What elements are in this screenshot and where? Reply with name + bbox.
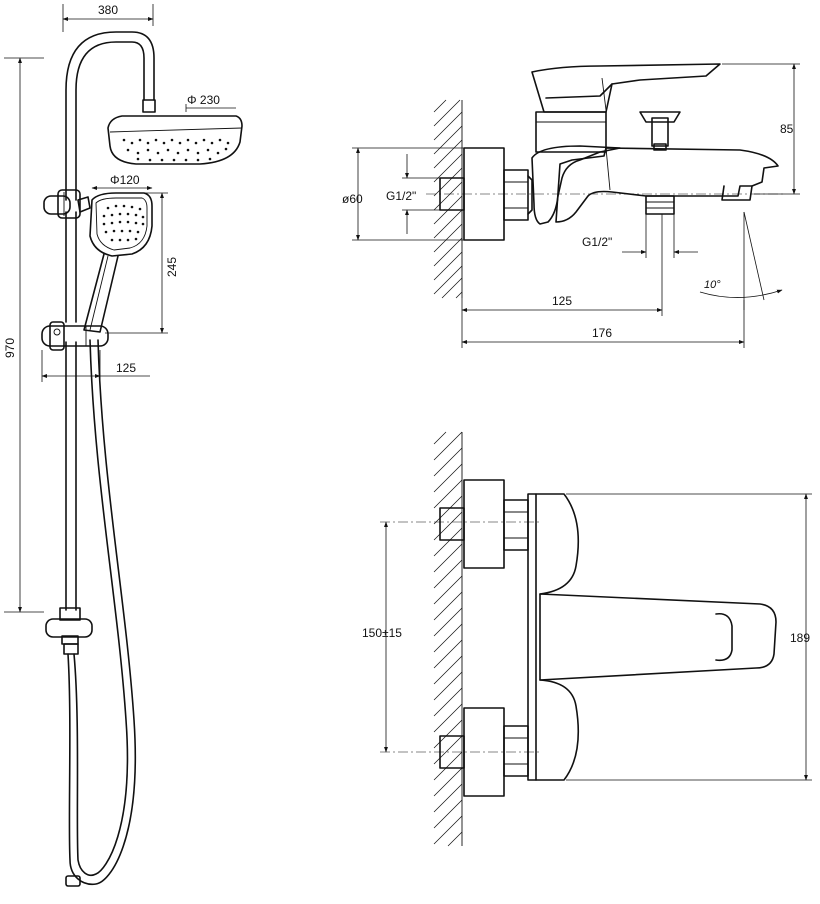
hand-nozzles	[102, 204, 145, 242]
spout-offset-label: 125	[552, 294, 572, 308]
slide-holder	[41, 321, 109, 351]
mixer-front-view: 150±15 189	[362, 431, 812, 847]
outlet-thread	[645, 195, 675, 215]
hand-diameter-label: Φ120	[110, 173, 140, 187]
centers-dimension: 150±15	[362, 521, 402, 753]
inlet-thread-dimension: G1/2"	[386, 154, 442, 234]
width-dimension: 380	[62, 3, 154, 32]
wall-section-front	[433, 431, 463, 847]
connection-nut	[503, 169, 533, 221]
shower-hose	[65, 339, 136, 887]
head-diameter-dimension: Φ 230	[185, 93, 236, 112]
inlet-thread-label: G1/2"	[386, 189, 416, 203]
overhead-shower-head	[107, 115, 243, 165]
flange-diameter-label: ø60	[342, 192, 363, 206]
outlet-thread-dimension: G1/2"	[582, 214, 698, 258]
centers-label: 150±15	[362, 626, 402, 640]
outlet-thread-label: G1/2"	[582, 235, 612, 249]
upper-holder	[43, 189, 81, 219]
height-189-dimension: 189	[566, 493, 812, 781]
mixer-body-front	[527, 493, 777, 781]
angle-dimension: 10°	[699, 211, 783, 310]
diverter-knob	[639, 111, 681, 151]
height-85-dimension: 85	[722, 63, 800, 195]
upper-connection	[439, 479, 529, 569]
hand-offset-label: 125	[116, 361, 136, 375]
hand-height-dimension: 245	[105, 192, 179, 334]
hand-diameter-dimension: Φ120	[91, 173, 153, 190]
mixer-side-view: 85 ø60 G1/2" G1/2"	[342, 63, 800, 348]
riser-pipe-inner	[75, 41, 145, 201]
hand-height-label: 245	[165, 257, 179, 277]
spout-offset-dimension: 125	[461, 214, 663, 348]
riser-pipe	[65, 31, 155, 201]
height-label: 970	[3, 338, 17, 358]
head-connector	[142, 99, 156, 113]
lever-handle	[531, 63, 721, 153]
height-189-label: 189	[790, 631, 810, 645]
nozzle-pattern	[122, 138, 230, 162]
hand-shower	[77, 192, 153, 333]
height-dimension: 970	[3, 57, 44, 613]
hand-offset-dimension: 125	[41, 350, 150, 382]
diverter	[45, 607, 93, 655]
total-depth-dimension: 176	[461, 300, 745, 348]
height-85-label: 85	[780, 122, 794, 136]
total-depth-label: 176	[592, 326, 612, 340]
angle-label: 10°	[704, 279, 721, 291]
shower-set-view: 380 Φ 230	[3, 3, 243, 887]
head-diameter-label: Φ 230	[187, 93, 220, 107]
mixer-body	[531, 145, 779, 225]
flange-diameter-dimension: ø60	[342, 147, 464, 241]
wall-section	[433, 99, 463, 299]
width-label: 380	[98, 3, 118, 17]
